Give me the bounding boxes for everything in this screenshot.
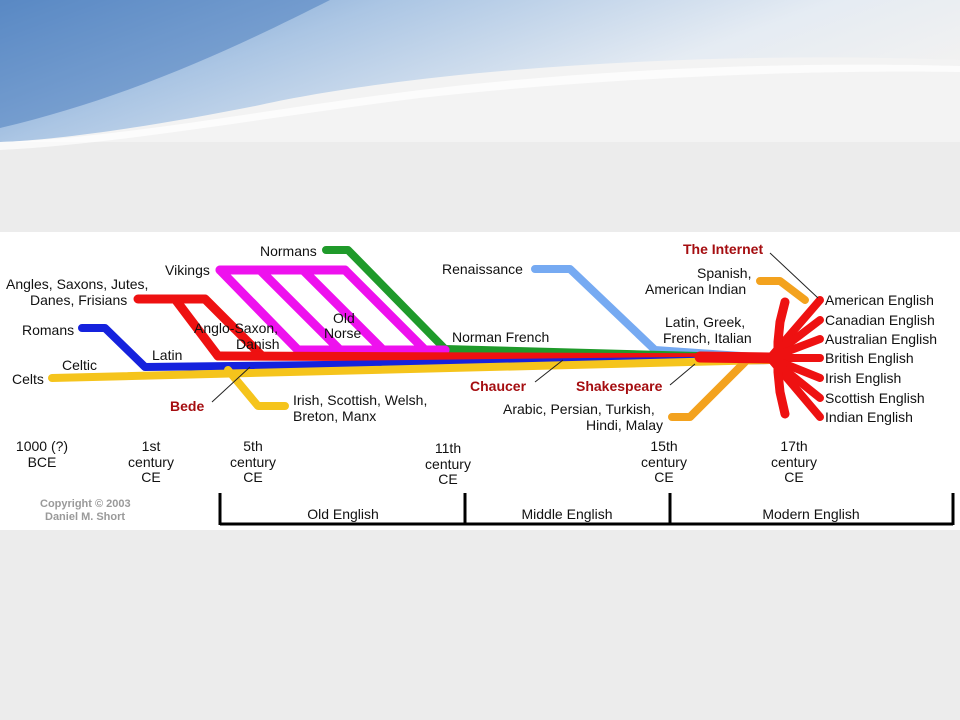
timeline-11th-line2: century	[425, 456, 471, 472]
timeline-5th-line3: CE	[243, 469, 262, 485]
label-old-norse-line2: Norse	[324, 325, 362, 341]
language-tree-svg: Normans Vikings Angles, Saxons, Jutes, D…	[6, 241, 955, 526]
period-modern-english: Modern English	[762, 506, 859, 522]
label-angles-line1: Angles, Saxons, Jutes,	[6, 276, 148, 292]
label-renaissance: Renaissance	[442, 261, 523, 277]
variety-scottish-english: Scottish English	[825, 390, 925, 406]
label-anglo-saxon-line2: Danish	[236, 336, 280, 352]
label-normans: Normans	[260, 243, 317, 259]
timeline-17th-line2: century	[771, 454, 817, 470]
variety-irish-english: Irish English	[825, 370, 901, 386]
label-spanish-line2: American Indian	[645, 281, 746, 297]
history-of-english-diagram: Normans Vikings Angles, Saxons, Jutes, D…	[0, 232, 960, 530]
label-latin-greek-line1: Latin, Greek,	[665, 314, 745, 330]
celtic-line	[48, 356, 774, 382]
timeline-15th-line3: CE	[654, 469, 673, 485]
timeline-1st-line3: CE	[141, 469, 160, 485]
varieties-fan	[694, 296, 824, 421]
timeline-17th-line1: 17th	[780, 438, 807, 454]
shakespeare-pointer	[669, 363, 696, 386]
label-latin: Latin	[152, 347, 182, 363]
spanish-line	[756, 277, 809, 304]
timeline-1st-line1: 1st	[142, 438, 161, 454]
label-chaucer: Chaucer	[470, 378, 527, 394]
period-bracket	[218, 493, 955, 526]
timeline-17th-line3: CE	[784, 469, 803, 485]
label-shakespeare: Shakespeare	[576, 378, 663, 394]
label-norman-french: Norman French	[452, 329, 549, 345]
old-norse-lines	[215, 265, 450, 355]
timeline-15th-line2: century	[641, 454, 687, 470]
timeline-1000bce-line2: BCE	[28, 454, 57, 470]
label-angles-line2: Danes, Frisians	[30, 292, 127, 308]
timeline-11th-line1: 11th	[435, 440, 461, 456]
label-spanish-line1: Spanish,	[697, 265, 751, 281]
copyright-line1: Copyright © 2003	[40, 498, 131, 510]
arabic-line	[668, 358, 749, 421]
timeline-1000bce-line1: 1000 (?)	[16, 438, 68, 454]
label-irish-line1: Irish, Scottish, Welsh,	[293, 392, 427, 408]
label-latin-greek-line2: French, Italian	[663, 330, 752, 346]
label-bede: Bede	[170, 398, 204, 414]
label-arabic-line2: Hindi, Malay	[586, 417, 663, 433]
variety-australian-english: Australian English	[825, 331, 937, 347]
label-anglo-saxon-line1: Anglo-Saxon,	[194, 320, 278, 336]
timeline-1st-line2: century	[128, 454, 174, 470]
timeline-11th-line3: CE	[438, 471, 457, 487]
variety-canadian-english: Canadian English	[825, 312, 935, 328]
latin-line	[78, 324, 774, 371]
timeline-5th-line2: century	[230, 454, 276, 470]
label-vikings: Vikings	[165, 262, 210, 278]
internet-pointer	[769, 252, 819, 299]
timeline-15th-line1: 15th	[650, 438, 677, 454]
label-arabic-line1: Arabic, Persian, Turkish,	[503, 401, 655, 417]
celtic-branch-line	[224, 366, 289, 410]
chaucer-pointer	[534, 359, 564, 383]
period-middle-english: Middle English	[521, 506, 612, 522]
label-old-norse-line1: Old	[333, 310, 355, 326]
variety-american-english: American English	[825, 292, 934, 308]
label-the-internet: The Internet	[683, 241, 763, 257]
period-old-english: Old English	[307, 506, 379, 522]
bede-pointer	[211, 366, 251, 403]
variety-british-english: British English	[825, 350, 914, 366]
timeline-5th-line1: 5th	[243, 438, 262, 454]
label-irish-line2: Breton, Manx	[293, 408, 376, 424]
label-celts: Celts	[12, 371, 44, 387]
label-celtic: Celtic	[62, 357, 97, 373]
label-romans: Romans	[22, 322, 74, 338]
variety-indian-english: Indian English	[825, 409, 913, 425]
copyright-line2: Daniel M. Short	[45, 511, 125, 523]
